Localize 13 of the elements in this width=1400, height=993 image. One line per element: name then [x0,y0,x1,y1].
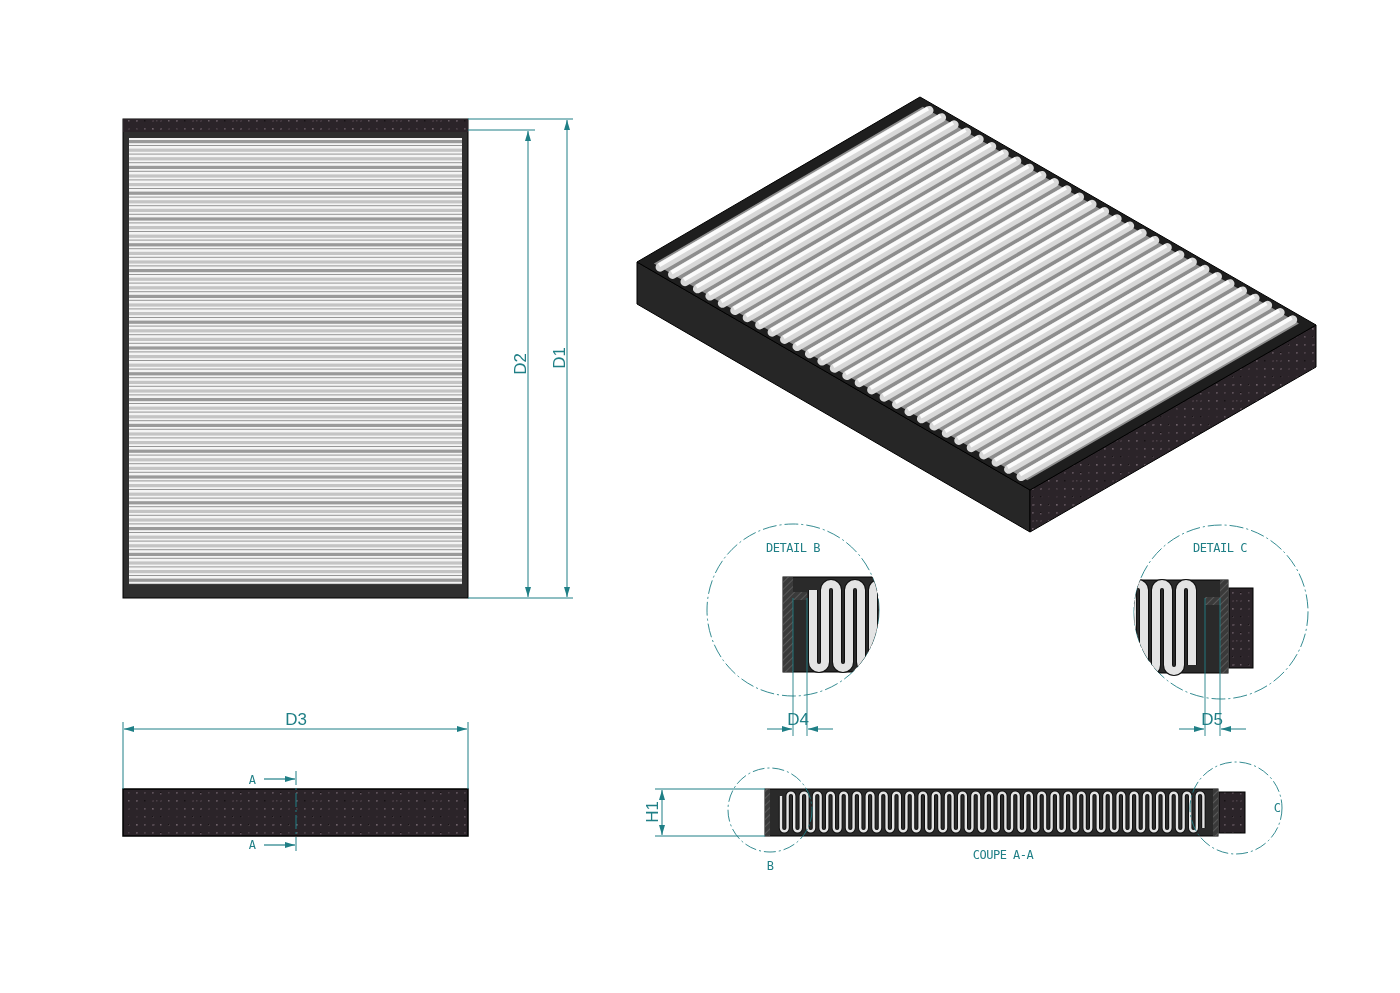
dimension-label: D1 [550,347,568,369]
section-mark: A [248,774,256,786]
detail-mark: B [766,860,774,872]
dimension-label: D2 [511,353,529,375]
dimension-label: D5 [1201,710,1223,728]
dimension-label: H1 [643,801,661,823]
view-title: COUPE A-A [972,849,1034,861]
section-mark: A [248,839,256,851]
view-title: DETAIL C [1193,542,1247,554]
detail-mark: C [1273,802,1281,814]
dimension-label: D4 [787,710,809,728]
dimension-label: D3 [285,710,307,728]
view-title: DETAIL B [766,542,820,554]
